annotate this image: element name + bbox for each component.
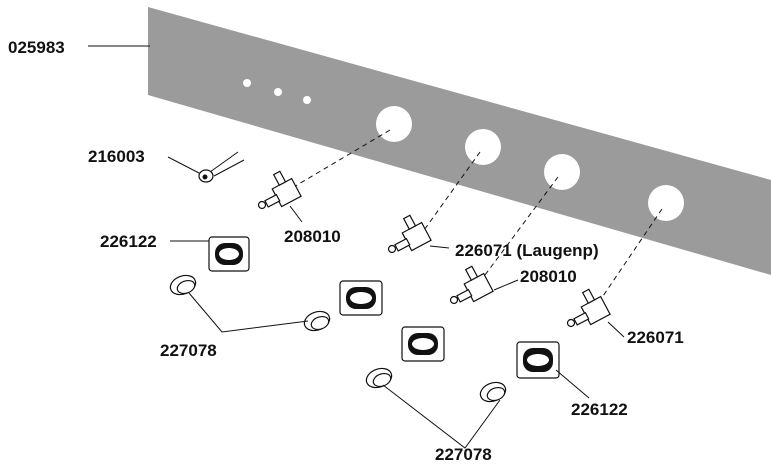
rocker-switch — [566, 288, 611, 328]
indicator-lamp — [198, 151, 245, 183]
alignment-line — [291, 129, 391, 189]
switch-knob — [257, 200, 267, 210]
leader-cap-4 — [555, 369, 590, 399]
cap-window-highlight — [219, 248, 239, 260]
label-switch-2: 226071 (Laugenp) — [455, 241, 599, 260]
cap-window-highlight — [527, 354, 549, 366]
ring-washer — [169, 274, 197, 296]
switch-tab — [272, 170, 287, 186]
switch-knob — [449, 295, 459, 305]
alignment-line — [421, 151, 481, 234]
switch-cap — [339, 280, 383, 316]
switch-tab — [402, 214, 417, 230]
switch-plunger — [456, 288, 473, 303]
leader-switch-2 — [429, 245, 450, 249]
lamp-wire — [209, 151, 239, 173]
switch-cap — [401, 326, 445, 362]
cap-window-highlight — [412, 338, 434, 350]
panel-switch-hole — [648, 185, 684, 221]
ring-washer — [479, 381, 507, 403]
switch-plunger — [573, 311, 590, 326]
panel-switch-hole — [376, 106, 412, 142]
ring-inner — [486, 386, 506, 402]
label-rings-1: 227078 — [160, 341, 217, 360]
switch-knob — [566, 318, 576, 328]
leader-switch-1 — [289, 205, 303, 223]
switch-tab — [464, 265, 479, 281]
label-cap-1: 226122 — [100, 232, 157, 251]
leader-lines — [88, 45, 625, 449]
lamp-wire — [213, 159, 245, 177]
switch-cap — [516, 341, 560, 379]
ring-inner — [310, 315, 330, 331]
switch-knob — [387, 244, 397, 254]
label-switch-3: 208010 — [520, 267, 577, 286]
label-switch-1: 208010 — [284, 227, 341, 246]
ring-washer — [303, 310, 331, 332]
part-labels: 025983 216003 226122 208010 226071 (Laug… — [8, 38, 684, 464]
rocker-switch — [387, 214, 432, 254]
switch-cap — [208, 236, 250, 272]
panel-small-hole — [274, 88, 282, 96]
panel-switch-hole — [465, 129, 501, 165]
leader-rings-1 — [188, 292, 309, 333]
ring-inner — [176, 279, 196, 295]
switch-tab — [581, 288, 596, 304]
control-panel — [148, 7, 771, 275]
panel-strip — [148, 7, 771, 275]
alignment-line — [484, 176, 559, 276]
ring-washer — [365, 367, 393, 389]
label-cap-2: 226122 — [571, 400, 628, 419]
panel-switch-hole — [544, 154, 580, 190]
rocker-switch — [449, 265, 494, 305]
cap-window-highlight — [350, 292, 372, 304]
leader-switch-4 — [607, 321, 625, 338]
label-panel: 025983 — [8, 38, 65, 57]
switch-plunger — [394, 237, 411, 252]
leader-switch-3 — [493, 279, 519, 291]
label-switch-4: 226071 — [627, 328, 684, 347]
panel-small-hole — [303, 96, 311, 104]
alignment-lines — [291, 129, 663, 297]
leader-rings-2 — [382, 384, 501, 449]
label-rings-2: 227078 — [435, 445, 492, 464]
panel-small-hole — [243, 79, 251, 87]
label-lamp: 216003 — [88, 147, 145, 166]
rocker-switch — [257, 170, 302, 210]
leader-lamp — [167, 156, 200, 174]
lamp-lens — [202, 174, 208, 180]
switch-plunger — [264, 193, 281, 208]
